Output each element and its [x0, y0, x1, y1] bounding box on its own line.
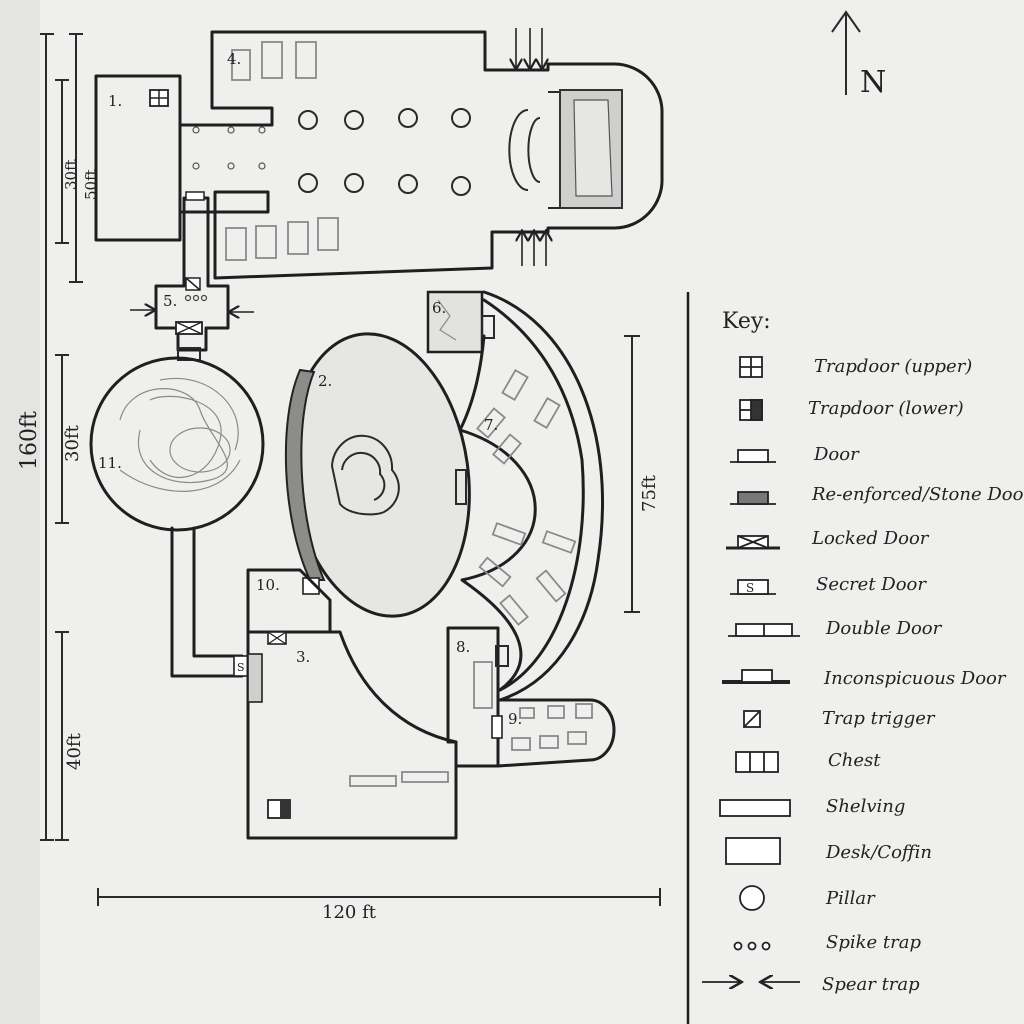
key-double-door-icon: [728, 623, 800, 637]
room-5-corridor: [130, 191, 254, 352]
room-label-8: 8.: [456, 638, 470, 656]
room-4-hall: [94, 28, 664, 280]
key-label-trap-trigger: Trap trigger: [822, 708, 936, 729]
key-spike-trap-icon: [733, 941, 771, 951]
key-trap-trigger-icon: [743, 710, 761, 728]
pillars-row-bottom: [298, 173, 471, 196]
key-secret-glyph: S: [746, 581, 754, 595]
room-label-1: 1.: [108, 92, 122, 110]
key-locked-door-icon: [726, 535, 780, 550]
room-labels: 1. 2. 3. 4. 5. 6. 7. 8. 9. 10. 11.: [98, 50, 522, 728]
key-label-reinforced-door: Re-enforced/Stone Door: [811, 484, 1024, 505]
room-label-10: 10.: [256, 576, 280, 594]
svg-text:S: S: [237, 661, 245, 674]
room-label-3: 3.: [296, 648, 310, 666]
pillars-row-top: [298, 108, 471, 130]
key-reinforced-door-icon: [730, 491, 776, 505]
key-door-icon: [730, 449, 776, 463]
room-label-6: 6.: [432, 299, 446, 317]
dim-120: 120 ft: [322, 902, 377, 923]
key-shelving-icon: [719, 799, 791, 817]
key-label-double-door: Double Door: [825, 618, 943, 639]
key-symbols: S: [702, 356, 800, 982]
key-pillar-icon: [739, 885, 765, 911]
room-6-7: [426, 290, 605, 702]
dim-40: 40ft: [64, 732, 85, 770]
spike-traps: [192, 126, 266, 170]
key-chest-icon: [735, 751, 779, 773]
room-2: [284, 332, 471, 618]
dim-30-middle: 30ft: [62, 424, 83, 462]
key-label-spear-trap: Spear trap: [822, 974, 920, 995]
key-label-trapdoor-upper: Trapdoor (upper): [814, 356, 972, 377]
key-trapdoor-lower-icon: [739, 399, 763, 421]
key-label-locked-door: Locked Door: [811, 528, 930, 549]
room-label-7: 7.: [484, 416, 498, 434]
key-label-inconspicuous-door: Inconspicuous Door: [823, 668, 1007, 689]
key-label-desk-coffin: Desk/Coffin: [825, 842, 932, 863]
key-label-shelving: Shelving: [826, 796, 905, 817]
room-3-8-9-10: [246, 568, 616, 840]
key-label-pillar: Pillar: [825, 888, 876, 909]
dimension-lines: 160ft 50ft 30ft 30ft 40ft 120 ft 75ft: [17, 33, 661, 923]
key-secret-door-icon: S: [730, 579, 776, 595]
room-label-4: 4.: [227, 50, 241, 68]
room-label-5: 5.: [163, 292, 177, 310]
dim-160: 160ft: [17, 411, 42, 470]
key-label-chest: Chest: [828, 750, 881, 771]
room-11: S: [89, 347, 265, 678]
compass: N: [831, 10, 886, 100]
room-label-9: 9.: [508, 710, 522, 728]
key-title: Key:: [722, 309, 771, 334]
dim-30-upper: 30ft: [62, 159, 80, 190]
map-key: Key:: [686, 292, 1024, 1024]
key-label-trapdoor-lower: Trapdoor (lower): [808, 398, 964, 419]
key-label-secret-door: Secret Door: [816, 574, 927, 595]
compass-label: N: [860, 65, 886, 100]
room-label-2: 2.: [318, 372, 332, 390]
key-labels: Trapdoor (upper) Trapdoor (lower) Door R…: [808, 356, 1024, 995]
key-label-spike-trap: Spike trap: [826, 932, 921, 953]
key-label-door: Door: [813, 444, 860, 465]
dim-75: 75ft: [639, 474, 660, 512]
key-inconspicuous-door-icon: [722, 669, 790, 684]
room-label-11: 11.: [98, 454, 122, 472]
key-trapdoor-upper-icon: [739, 356, 763, 378]
key-desk-coffin-icon: [725, 837, 781, 865]
